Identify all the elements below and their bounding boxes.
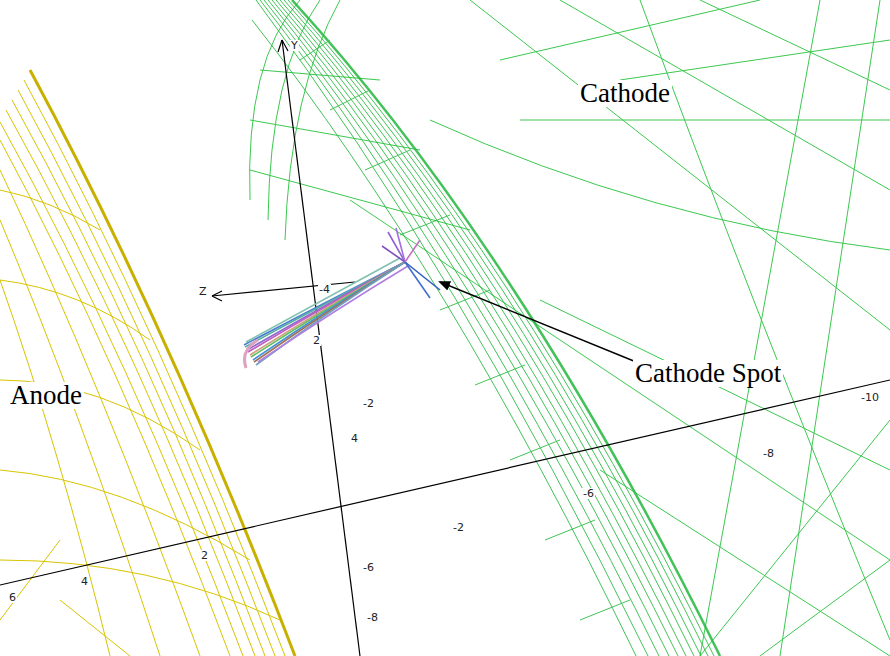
axes (0, 40, 890, 656)
electrode-label: Cathode (578, 80, 672, 107)
axis-tick: -10 (860, 392, 880, 403)
axis-tick: -8 (762, 448, 775, 459)
electrode-label: Anode (8, 382, 84, 409)
axis-tick: 6 (8, 592, 17, 603)
cathode-mesh (250, 0, 890, 656)
axis-tick: -2 (452, 522, 465, 533)
axis-tick: -6 (582, 488, 595, 499)
callout-label: Cathode Spot (633, 360, 783, 387)
axis-tick: 2 (200, 550, 209, 561)
axis-tick: 4 (80, 576, 89, 587)
axis-label: Y (290, 40, 299, 51)
leader-arrow (440, 282, 646, 366)
axis-tick: -8 (366, 612, 379, 623)
axis-label: Z (198, 286, 208, 297)
axis-tick: -2 (362, 398, 375, 409)
axis-tick: -4 (318, 284, 331, 295)
axis-tick: 4 (350, 433, 359, 444)
axis-tick: 2 (312, 335, 321, 346)
plasma-column (244, 228, 440, 368)
anode-surface (0, 70, 295, 656)
cathode-surface (252, 0, 720, 656)
axis-tick: -6 (362, 562, 375, 573)
